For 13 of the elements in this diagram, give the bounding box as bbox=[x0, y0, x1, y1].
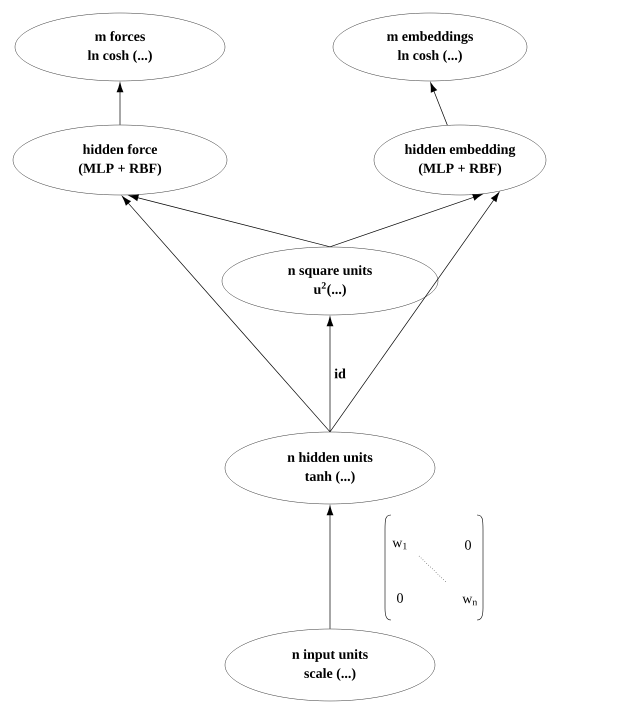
arrow bbox=[116, 82, 124, 126]
arrow bbox=[326, 316, 334, 432]
matrix-entry: 0 bbox=[465, 540, 471, 550]
arrow bbox=[330, 194, 482, 248]
matrix-entry: w$_{1}$ bbox=[392, 540, 407, 550]
arrow bbox=[430, 82, 448, 126]
arrow bbox=[326, 506, 334, 630]
matrix-entry: 0 bbox=[397, 593, 403, 603]
edge-label: id bbox=[334, 368, 346, 378]
arrow bbox=[122, 196, 330, 432]
matrix-entry: w$_{n}$ bbox=[462, 596, 478, 606]
arrow bbox=[128, 194, 330, 248]
arrow bbox=[330, 192, 500, 432]
